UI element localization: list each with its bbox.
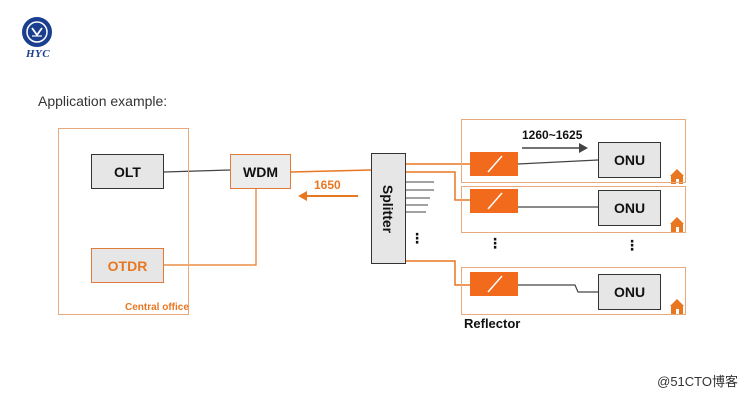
central-office-frame	[58, 128, 189, 315]
reflector-filter-icon	[470, 189, 518, 213]
otdr-wdm-link	[164, 189, 257, 266]
olt-wdm-link	[163, 169, 231, 173]
otdr-box: OTDR	[91, 248, 164, 283]
arrow-icon	[298, 191, 307, 201]
logo-text: HYC	[25, 48, 51, 60]
page-heading: Application example:	[38, 93, 168, 109]
house-icon	[670, 299, 684, 314]
splitter-more-outputs-ellipsis: ⋮	[410, 230, 424, 246]
splitter-box: Splitter	[371, 153, 406, 264]
onu-more-ellipsis: ⋮	[625, 237, 639, 253]
onu-frame-1	[461, 119, 686, 183]
wavelength-1650-label: 1650	[314, 178, 341, 192]
onu-frame-3	[461, 267, 686, 315]
onu-frame-2	[461, 186, 686, 233]
splitter-label: Splitter	[380, 184, 397, 233]
olt-box: OLT	[91, 154, 164, 189]
reflector-filter-icon	[470, 272, 518, 296]
wavelength-range-label: 1260~1625	[522, 128, 583, 142]
wdm-splitter-link	[290, 169, 372, 173]
onu-box-2: ONU	[598, 190, 661, 226]
logo-emblem-icon	[26, 21, 48, 43]
wdm-box: WDM	[230, 154, 291, 189]
central-office-label: Central office	[125, 302, 189, 313]
reflector-more-ellipsis: ⋮	[488, 235, 502, 251]
onu-box-1: ONU	[598, 142, 661, 178]
reflector-label: Reflector	[464, 316, 521, 331]
onu-box-3: ONU	[598, 274, 661, 310]
house-icon	[670, 169, 684, 184]
company-logo-emblem	[22, 17, 52, 47]
arrow-icon	[579, 143, 588, 153]
house-icon	[670, 217, 684, 232]
watermark: @51CTO博客	[657, 374, 738, 389]
reflector-filter-icon	[470, 152, 518, 176]
